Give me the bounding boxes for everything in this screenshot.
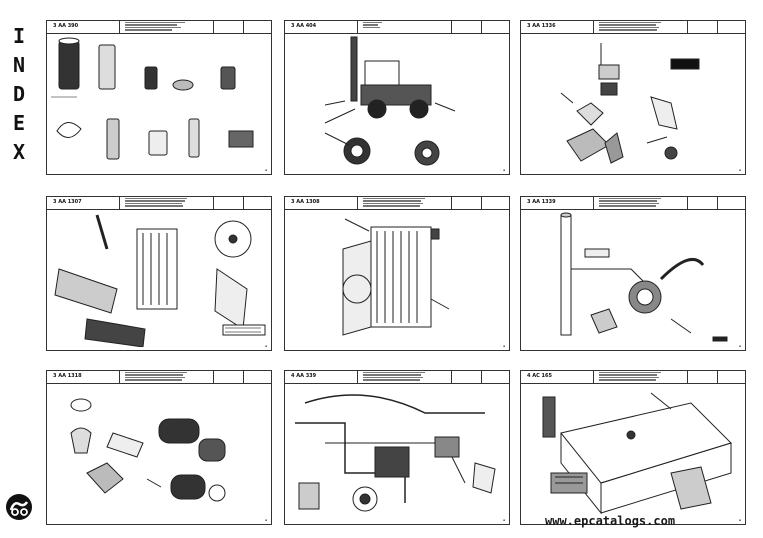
index-letter: D [12, 82, 26, 106]
page-header: 3 AA 404 [285, 21, 509, 34]
catalog-page-radiator[interactable]: 3 AA 1308 ▪ [284, 196, 510, 351]
page-header: 3 AA 1318 [47, 371, 271, 384]
page-code: 4 AA 339 [291, 373, 317, 379]
radiator-illustration [285, 209, 509, 347]
catalog-page-cooling-exploded[interactable]: 3 AA 1307 ▪ [46, 196, 272, 351]
page-code: 3 AA 404 [291, 23, 317, 29]
forklift-illustration [285, 33, 509, 171]
chassis-illustration [521, 383, 745, 521]
catalog-page-engine-mount[interactable]: 3 AA 1336 ▪ [520, 20, 746, 175]
engine-mount-illustration [521, 33, 745, 171]
page-code: 3 AA 1308 [291, 199, 320, 205]
page-header: 3 AA 1339 [521, 197, 745, 210]
page-code: 3 AA 1336 [527, 23, 556, 29]
page-code: 3 AA 1307 [53, 199, 82, 205]
catalog-page-hydraulics[interactable]: 4 AA 339 ▪ [284, 370, 510, 525]
air-filter-illustration [47, 383, 271, 521]
hydraulics-illustration [285, 383, 509, 521]
page-code: 3 AA 390 [53, 23, 79, 29]
page-header: 3 AA 1308 [285, 197, 509, 210]
brand-logo-icon [6, 494, 32, 520]
page-header: 3 AA 390 [47, 21, 271, 34]
page-header: 4 AA 339 [285, 371, 509, 384]
page-header: 3 AA 1307 [47, 197, 271, 210]
catalog-page-forklift[interactable]: 3 AA 404 ▪ [284, 20, 510, 175]
page-code: 4 AC 165 [527, 373, 552, 379]
page-header: 4 AC 165 [521, 371, 745, 384]
cooling-exploded-illustration [47, 209, 271, 347]
page-header: 3 AA 1336 [521, 21, 745, 34]
index-letter: X [12, 140, 26, 164]
page-code: 3 AA 1318 [53, 373, 82, 379]
watermark: www.epcatalogs.com [545, 514, 676, 528]
index-letter: E [12, 111, 26, 135]
index-title: I N D E X [8, 22, 30, 167]
catalog-page-air-intake[interactable]: 3 AA 1339 ▪ [520, 196, 746, 351]
catalog-page-chassis[interactable]: 4 AC 165 ▪ [520, 370, 746, 525]
catalog-page-air-filter[interactable]: 3 AA 1318 ▪ [46, 370, 272, 525]
filters-illustration [47, 33, 271, 171]
index-letter: N [12, 53, 26, 77]
air-intake-illustration [521, 209, 745, 347]
page-code: 3 AA 1339 [527, 199, 556, 205]
catalog-page-filters[interactable]: 3 AA 390 ▪ [46, 20, 272, 175]
index-letter: I [12, 24, 26, 48]
